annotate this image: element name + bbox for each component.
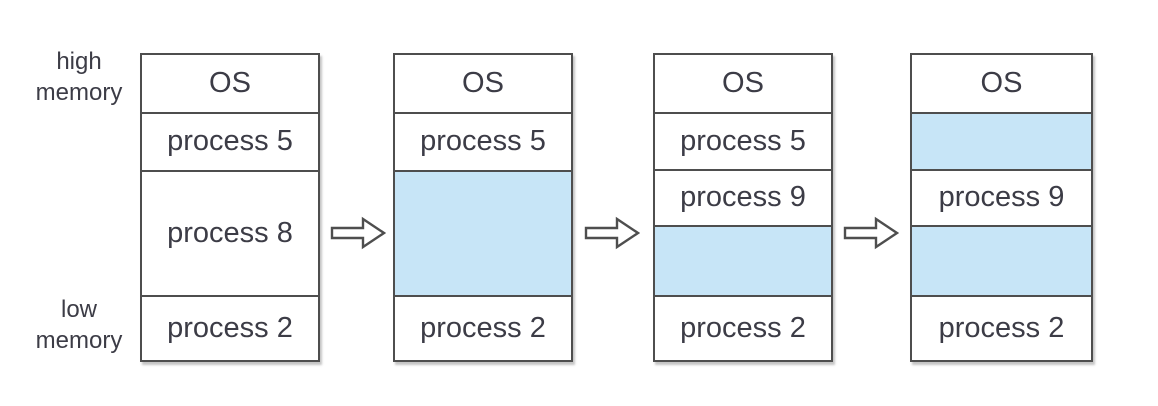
segment-label: process 2 [938, 312, 1065, 345]
high-memory-label: high memory [20, 46, 138, 108]
segment-label: OS [980, 66, 1023, 99]
memory-state-4: OS process 9 process 2 [910, 53, 1093, 362]
high-memory-label-line1: high [56, 48, 102, 75]
memory-segment-os: OS [142, 55, 318, 112]
right-arrow-icon [843, 216, 899, 250]
segment-label: process 2 [420, 311, 546, 344]
memory-segment-process-5: process 5 [142, 112, 318, 169]
memory-segment-os: OS [912, 55, 1091, 112]
low-memory-label: low memory [20, 294, 138, 356]
segment-label: process 5 [680, 124, 806, 157]
segment-label: process 2 [680, 312, 806, 345]
segment-label: process 9 [680, 181, 806, 214]
memory-state-1: OS process 5 process 8 process 2 [140, 53, 320, 362]
memory-segment-process-2: process 2 [142, 294, 318, 360]
memory-segment-process-5: process 5 [655, 111, 831, 169]
segment-label: process 5 [420, 125, 546, 158]
memory-segment-process-5: process 5 [395, 112, 571, 169]
segment-label: process 5 [167, 125, 293, 158]
memory-segment-free [655, 224, 831, 296]
right-arrow-icon [584, 216, 640, 250]
memory-segment-process-2: process 2 [912, 295, 1091, 360]
memory-state-3: OS process 5 process 9 process 2 [653, 53, 833, 362]
memory-segment-os: OS [655, 55, 831, 112]
memory-segment-free [912, 224, 1091, 296]
segment-label: process 2 [167, 311, 293, 344]
memory-segment-process-8: process 8 [142, 169, 318, 295]
memory-segment-process-9: process 9 [655, 168, 831, 225]
low-memory-label-line1: low [60, 296, 97, 323]
low-memory-label-line2: memory [35, 327, 123, 354]
memory-segment-process-2: process 2 [395, 294, 571, 360]
memory-segment-os: OS [395, 55, 571, 112]
segment-label: process 9 [938, 181, 1065, 214]
memory-state-2: OS process 5 process 2 [393, 53, 573, 362]
high-memory-label-line2: memory [35, 79, 123, 106]
segment-label: OS [209, 67, 251, 100]
segment-label: OS [462, 67, 504, 100]
memory-segment-process-2: process 2 [655, 295, 831, 360]
memory-segment-free [912, 111, 1091, 169]
memory-segment-free [395, 169, 571, 295]
segment-label: OS [722, 66, 764, 99]
memory-segment-process-9: process 9 [912, 168, 1091, 225]
right-arrow-icon [330, 216, 386, 250]
segment-label: process 8 [167, 216, 293, 249]
